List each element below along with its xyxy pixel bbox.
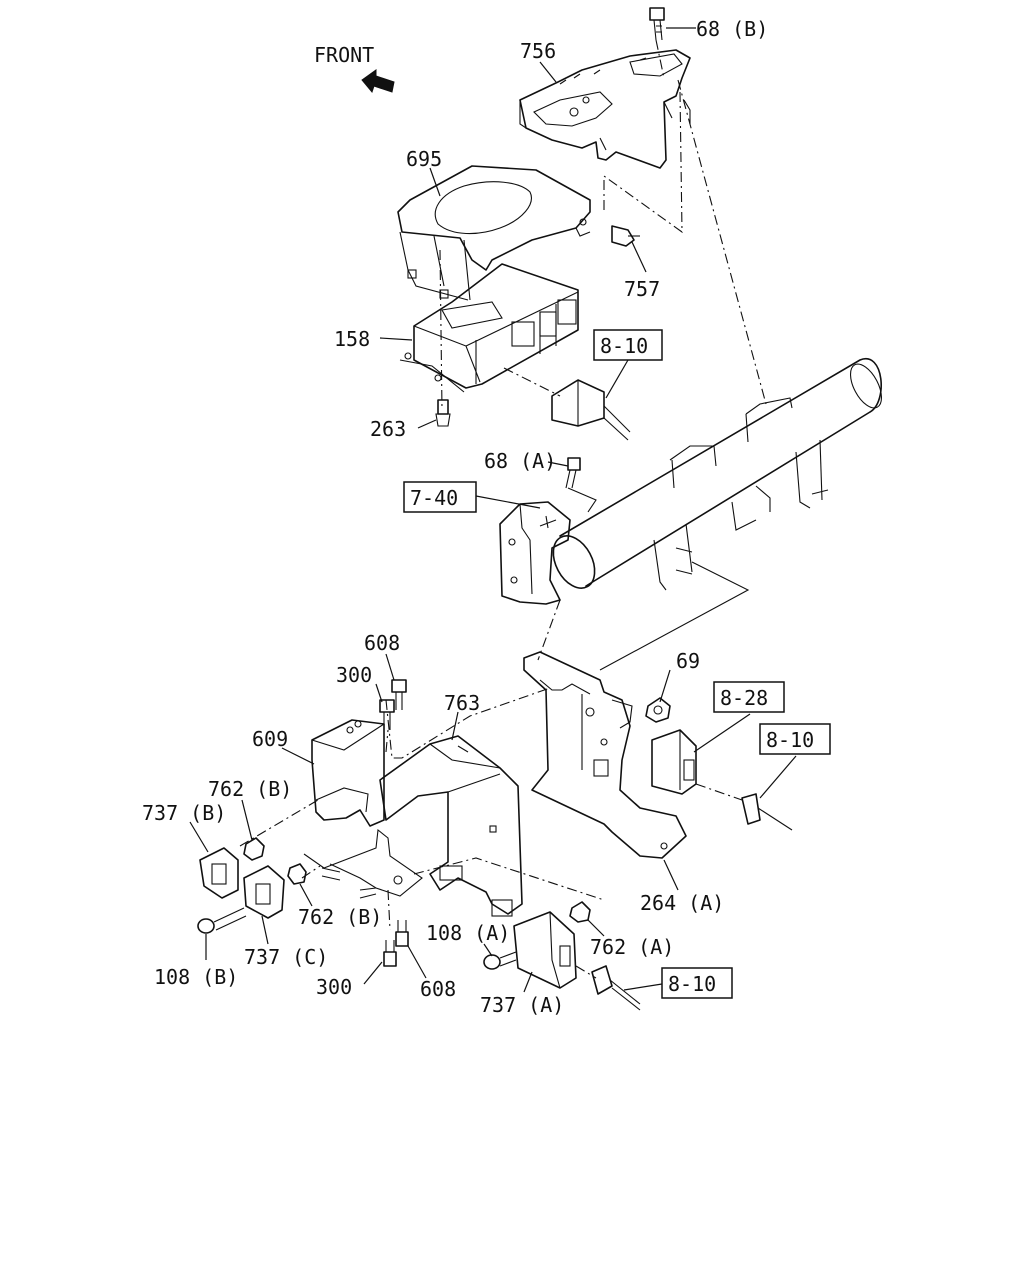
label-609: 609 <box>252 727 288 751</box>
part-labels: 756 68 (B) 695 757 158 263 68 (A) 608 30… <box>142 17 768 1017</box>
bolt-757 <box>611 225 640 247</box>
label-300-upper: 300 <box>336 663 372 687</box>
label-263: 263 <box>370 417 406 441</box>
label-756: 756 <box>520 39 556 63</box>
svg-text:7-40: 7-40 <box>410 486 458 510</box>
label-757: 757 <box>624 277 660 301</box>
ref-box-740: 7-40 <box>403 481 477 513</box>
clip-762b-2 <box>287 863 307 885</box>
svg-text:8-10: 8-10 <box>668 972 716 996</box>
label-108a: 108 (A) <box>426 921 510 945</box>
ref-box-810-right: 8-10 <box>759 723 831 755</box>
label-68a: 68 (A) <box>484 449 556 473</box>
bolt-300-lower <box>383 940 397 967</box>
ref-box-810-upper: 8-10 <box>593 329 663 361</box>
bracket-264a <box>523 651 687 859</box>
connector-lower <box>591 965 641 1011</box>
front-label: FRONT <box>314 43 374 67</box>
connector-upper <box>551 379 631 441</box>
bracket-609 <box>303 719 423 897</box>
ref-box-810-lower: 8-10 <box>661 967 733 999</box>
ref-box-828: 8-28 <box>713 681 785 713</box>
svg-text:8-10: 8-10 <box>600 334 648 358</box>
label-158: 158 <box>334 327 370 351</box>
bracket-695 <box>397 165 591 301</box>
connector-right <box>741 793 793 831</box>
label-762b-upper: 762 (B) <box>208 777 292 801</box>
cross-car-beam <box>552 357 883 671</box>
label-762b-lower: 762 (B) <box>298 905 382 929</box>
bolt-300-upper <box>379 699 395 730</box>
side-bracket-740 <box>499 501 571 605</box>
nut-69 <box>645 697 671 723</box>
label-264a: 264 (A) <box>640 891 724 915</box>
clip-762a <box>569 901 591 923</box>
label-695: 695 <box>406 147 442 171</box>
label-69: 69 <box>676 649 700 673</box>
clip-762b-1 <box>243 837 265 861</box>
bolts-762b-mid <box>321 867 377 899</box>
label-737c: 737 (C) <box>244 945 328 969</box>
bolt-68b <box>649 7 665 41</box>
module-737a <box>513 911 577 989</box>
bracket-756 <box>519 49 691 169</box>
bracket-763 <box>379 735 523 917</box>
label-300-lower: 300 <box>316 975 352 999</box>
module-828 <box>651 729 697 795</box>
label-108b: 108 (B) <box>154 965 238 989</box>
label-608-lower: 608 <box>420 977 456 1001</box>
bolt-108a <box>483 951 517 970</box>
leader-lines <box>189 27 797 993</box>
label-608-upper: 608 <box>364 631 400 655</box>
front-arrow-icon <box>361 69 395 94</box>
svg-text:8-10: 8-10 <box>766 728 814 752</box>
label-737a: 737 (A) <box>480 993 564 1017</box>
bolt-608-upper <box>391 679 407 710</box>
bolt-263 <box>435 399 451 427</box>
control-unit-158 <box>399 263 579 393</box>
bracket-737b <box>199 847 239 899</box>
bolt-108b <box>197 907 247 934</box>
bracket-737c <box>243 865 285 919</box>
label-763: 763 <box>444 691 480 715</box>
bolt-608-lower <box>395 920 409 947</box>
bolt-68a <box>565 457 597 513</box>
label-737b: 737 (B) <box>142 801 226 825</box>
svg-text:8-28: 8-28 <box>720 686 768 710</box>
label-68b: 68 (B) <box>696 17 768 41</box>
label-762a: 762 (A) <box>590 935 674 959</box>
